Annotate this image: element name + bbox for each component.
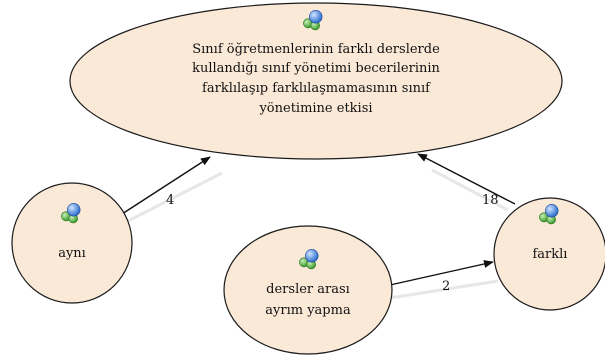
node-main-label-line-1: Sınıf öğretmenlerinin farklı derslerde [192,42,440,57]
node-main-label-line-4: yönetimine etkisi [258,101,372,116]
edge-aynı-to-main-shadow [127,171,223,223]
edge-aynı-to-main[interactable] [121,156,211,215]
edges-layer: 4 18 2 [121,153,516,300]
edge-farklı-to-main[interactable] [417,153,516,205]
node-aynı[interactable]: aynı [11,182,133,304]
edge-label-aynı-main: 4 [166,193,174,208]
node-dersler-label-line-1: dersler arası [266,282,350,297]
node-dersler-arası[interactable]: dersler arası ayrım yapma [223,225,393,355]
node-main-label-line-2: kullandığı sınıf yönetimi becerilerinin [192,61,440,76]
node-farklı-label: farklı [533,247,568,262]
node-main[interactable]: Sınıf öğretmenlerinin farklı derslerde k… [69,2,563,160]
edge-dersler-to-farklı[interactable] [389,260,494,286]
node-farklı[interactable]: farklı [493,197,605,311]
node-dersler-label-line-2: ayrım yapma [265,303,351,318]
node-main-label-line-3: farklılaşıp farklılaşmamasının sınıf [202,81,431,96]
edge-farklı-to-main-shadow [431,168,509,212]
edge-label-farklı-main: 18 [482,193,499,208]
edge-label-dersler-farklı: 2 [442,279,450,294]
node-aynı-label: aynı [58,246,86,261]
edge-dersler-to-farklı-shadow [389,279,499,300]
